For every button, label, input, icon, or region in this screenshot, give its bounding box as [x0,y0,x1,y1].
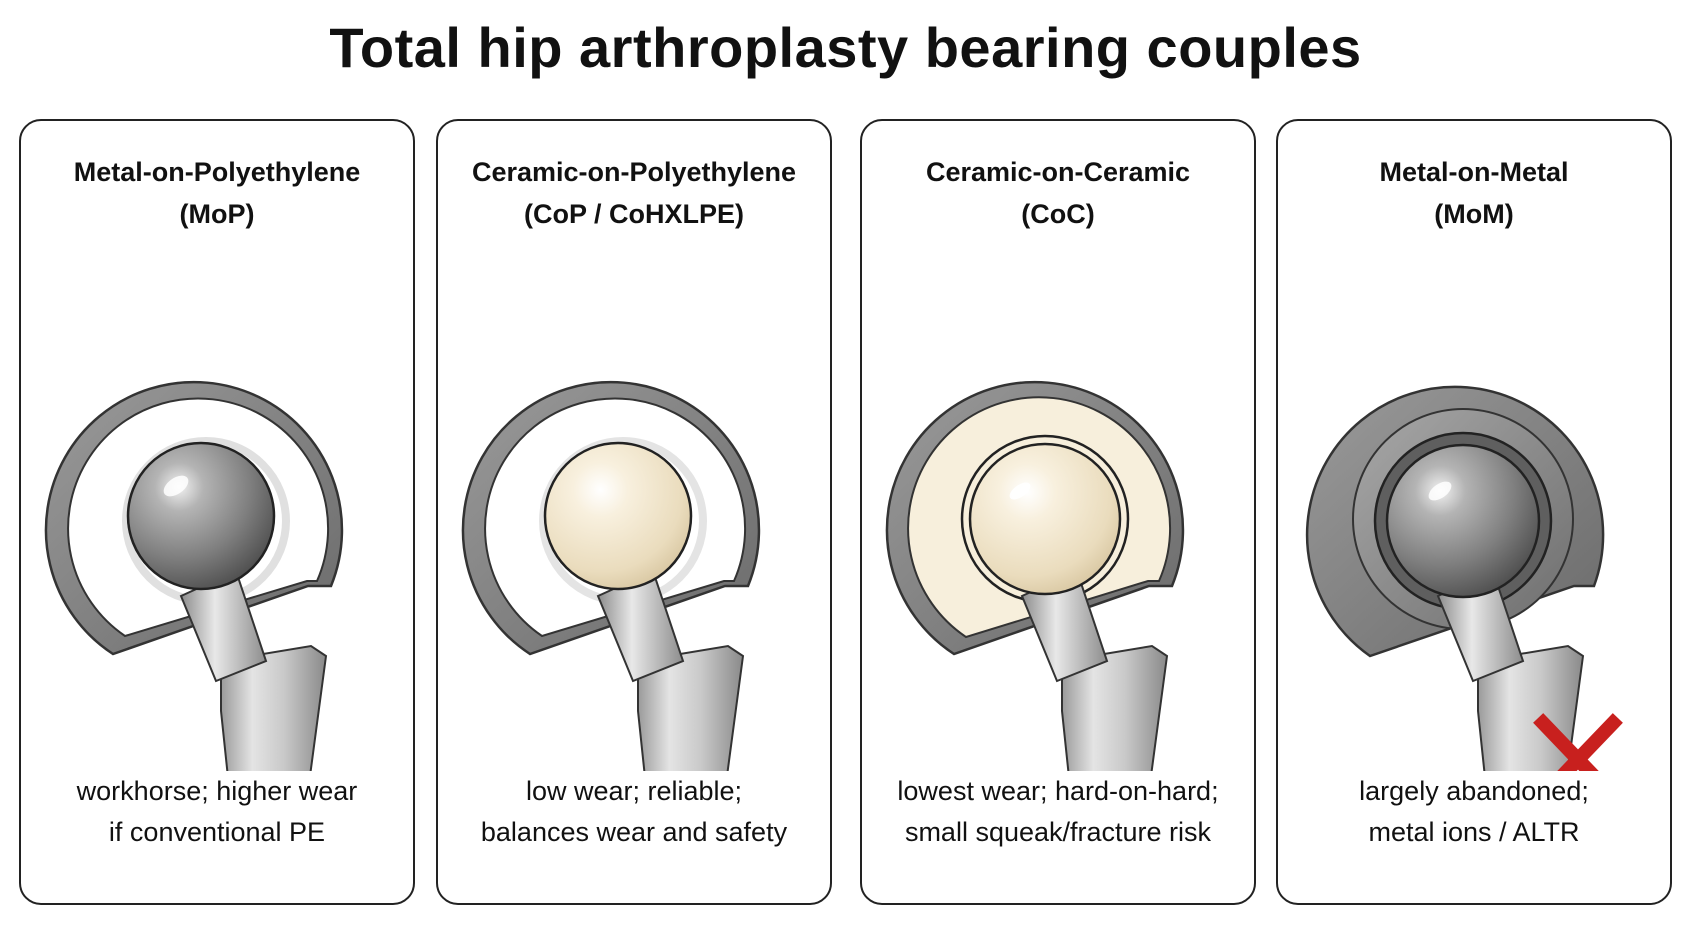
panel-caption: largely abandoned; metal ions / ALTR [1278,771,1670,853]
caption-line: workhorse; higher wear [76,776,358,806]
panel-caption: lowest wear; hard-on-hard; small squeak/… [862,771,1254,853]
ceramic-head-icon [543,441,693,591]
hip-implant-illustration [862,241,1254,771]
caption-line: metal ions / ALTR [1368,817,1580,847]
hip-implant-illustration [1278,241,1670,771]
bearing-name: Ceramic-on-Polyethylene [471,157,797,187]
ceramic-head-icon [968,442,1122,596]
panel-heading: Metal-on-Polyethylene (MoP) [21,151,413,235]
panel-coc: Ceramic-on-Ceramic (CoC) lowest wear; ha… [860,119,1256,905]
metal-head-icon [126,441,276,591]
caption-line: if conventional PE [108,817,326,847]
hip-implant-illustration [438,241,830,771]
panel-heading: Ceramic-on-Ceramic (CoC) [862,151,1254,235]
panel-heading: Ceramic-on-Polyethylene (CoP / CoHXLPE) [438,151,830,235]
red-x-mark-icon [1533,713,1623,771]
panel-caption: workhorse; higher wear if conventional P… [21,771,413,853]
femoral-stem-icon [1061,644,1169,771]
caption-line: lowest wear; hard-on-hard; [897,776,1219,806]
page-title: Total hip arthroplasty bearing couples [329,16,1362,79]
bearing-abbreviation: (CoP / CoHXLPE) [523,199,744,229]
caption-line: balances wear and safety [480,817,788,847]
hip-implant-illustration [21,241,413,771]
caption-line: low wear; reliable; [525,776,743,806]
femoral-stem-icon [220,644,328,771]
bearing-name: Metal-on-Metal [1379,157,1569,187]
bearing-name: Metal-on-Polyethylene [73,157,361,187]
caption-line: small squeak/fracture risk [904,817,1212,847]
bearing-abbreviation: (MoM) [1434,199,1514,229]
femoral-stem-icon [637,644,745,771]
bearing-abbreviation: (CoC) [1021,199,1095,229]
metal-head-icon [1385,443,1541,599]
panel-mop: Metal-on-Polyethylene (MoP) workhorse; h… [19,119,415,905]
panel-heading: Metal-on-Metal (MoM) [1278,151,1670,235]
caption-line: largely abandoned; [1359,776,1589,806]
panel-caption: low wear; reliable; balances wear and sa… [438,771,830,853]
bearing-abbreviation: (MoP) [179,199,255,229]
panel-mom: Metal-on-Metal (MoM) largely abandoned; … [1276,119,1672,905]
panel-cop: Ceramic-on-Polyethylene (CoP / CoHXLPE) … [436,119,832,905]
bearing-name: Ceramic-on-Ceramic [925,157,1191,187]
